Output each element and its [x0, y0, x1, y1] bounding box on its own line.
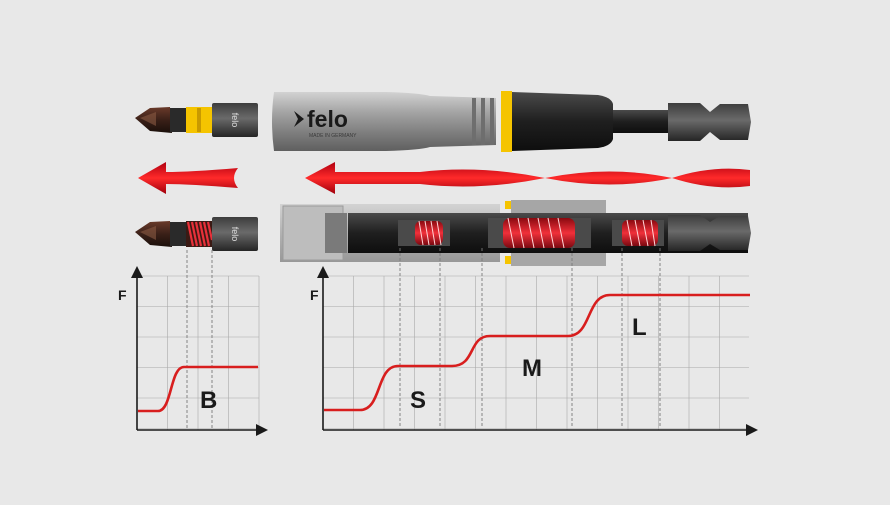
chart-small-axis-label: F — [118, 287, 127, 303]
chart-grid-small — [136, 275, 260, 430]
chart-small-force-curve — [138, 365, 258, 413]
spring-small — [415, 220, 443, 246]
chart-large-y-arrow-icon — [317, 266, 329, 278]
holder-sleeve — [272, 92, 496, 151]
screwdriver-bit-cutaway: felo — [135, 217, 258, 251]
spring-large — [622, 219, 658, 247]
chart-large: F S M L — [310, 266, 758, 436]
bit-marking-cutaway: felo — [230, 227, 240, 242]
chart-grid-large — [322, 275, 749, 430]
holder-yellow-ring — [501, 91, 512, 152]
chart-small: F B — [118, 266, 268, 436]
chart-small-x-arrow-icon — [256, 424, 268, 436]
chart-large-region-label-l: L — [632, 314, 647, 341]
felo-logo: felo — [307, 106, 348, 132]
chart-large-x-arrow-icon — [746, 424, 758, 436]
drop-lines — [186, 248, 661, 428]
chart-large-force-curve — [324, 293, 750, 412]
holder-hex-drive — [668, 103, 751, 141]
bit-holder-cutaway — [280, 200, 751, 266]
chart-small-y-arrow-icon — [131, 266, 143, 278]
chart-large-region-label-m: M — [522, 355, 542, 382]
holder-grip-rings — [472, 98, 494, 145]
screwdriver-bit-top: felo — [135, 103, 258, 137]
bit-marking: felo — [230, 113, 240, 128]
chart-large-axis-label: F — [310, 287, 319, 303]
holder-black-collar — [512, 92, 613, 151]
bit-torsion-spring — [186, 221, 214, 247]
direction-arrow-right — [305, 162, 750, 194]
spring-medium — [503, 217, 575, 249]
bit-holder-top: felo MADE IN GERMANY — [272, 91, 751, 152]
chart-small-region-label: B — [200, 387, 217, 414]
chart-large-region-label-s: S — [410, 387, 426, 414]
direction-arrow-left — [138, 162, 238, 194]
holder-tagline: MADE IN GERMANY — [309, 133, 357, 139]
felo-chevron-icon — [294, 111, 304, 127]
bit-hex-shank — [212, 103, 258, 137]
